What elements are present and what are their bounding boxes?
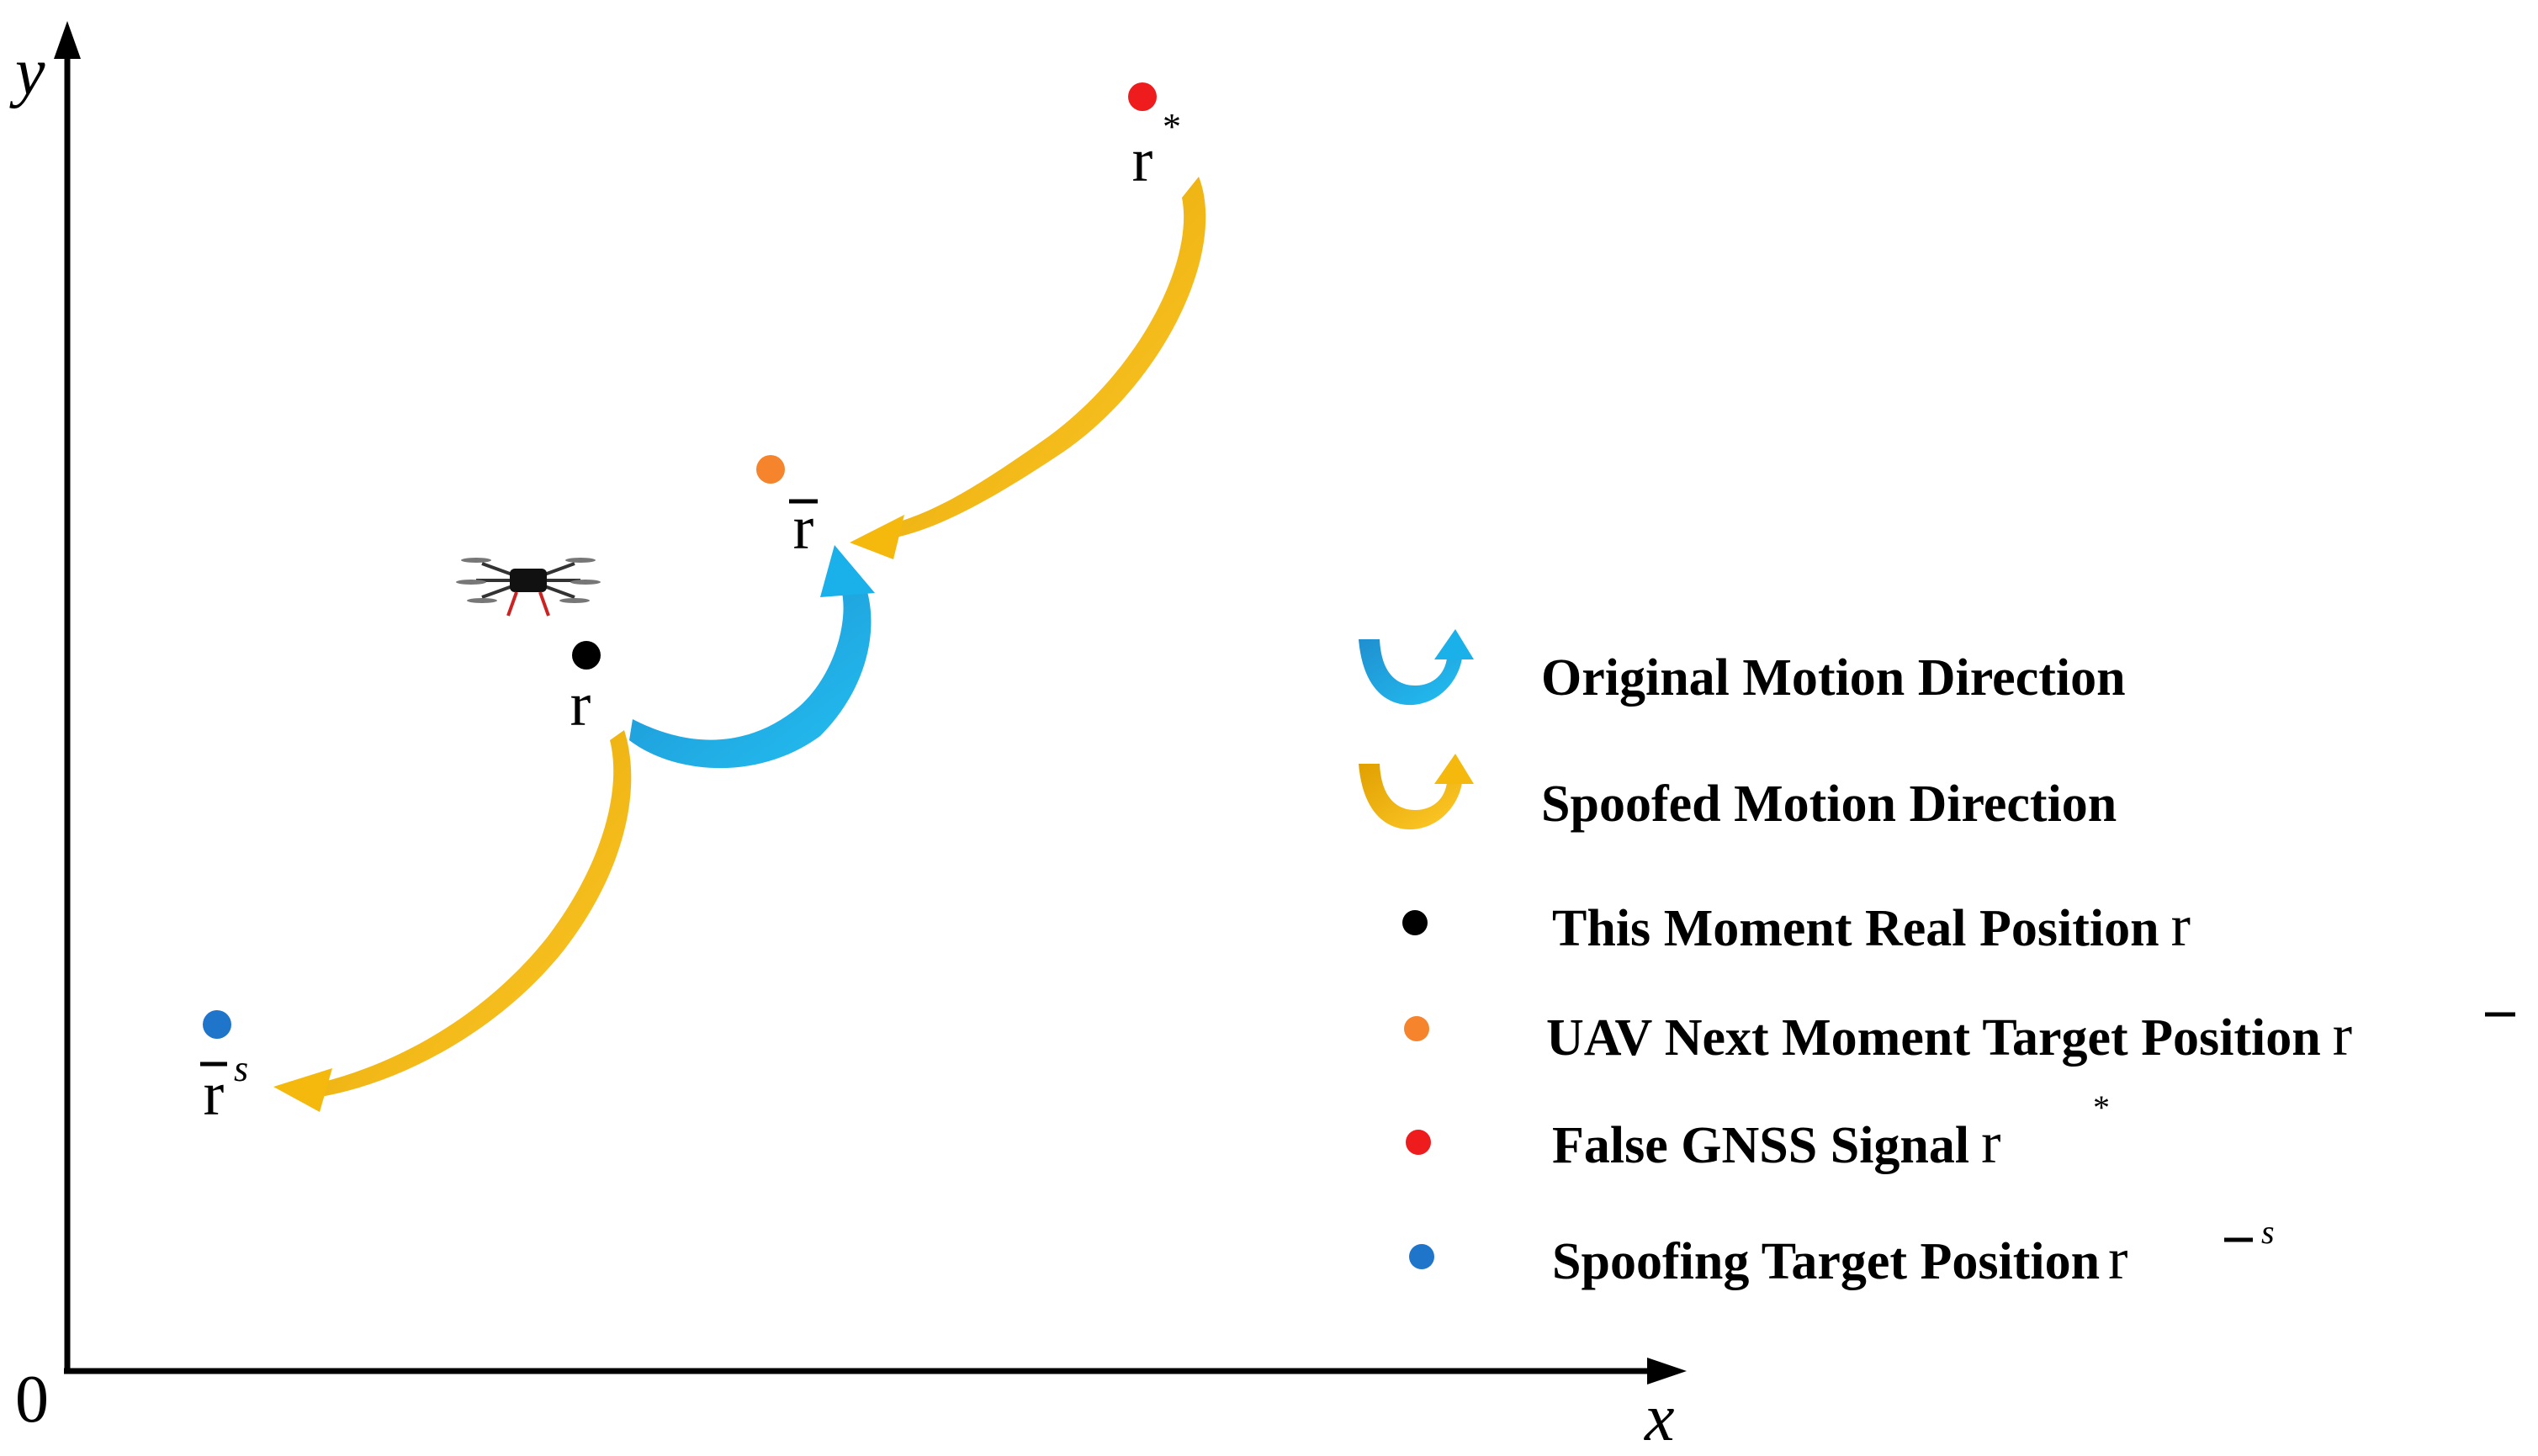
target-dot [756,455,785,484]
point-real: r [570,641,601,739]
point-target: r [756,455,818,563]
legend-original-swatch [1359,629,1474,706]
spoof-target-label: r [204,1060,225,1129]
legend-real-dot [1402,910,1428,935]
real-label: r [570,670,591,739]
axes: y x 0 [9,21,1687,1455]
false-signal-dot [1128,82,1157,111]
legend-target-dot [1404,1016,1429,1041]
false-signal-sup: * [1163,106,1181,147]
y-axis-label: y [9,35,45,109]
target-label: r [793,494,814,563]
spoofed-arrow-lower [273,730,632,1112]
legend-false-dot [1406,1130,1431,1155]
legend-false-sup: * [2093,1088,2110,1126]
point-false-signal: r * [1128,82,1181,195]
original-arrow [629,545,875,769]
origin-label: 0 [15,1363,49,1437]
point-spoof-target: r s [200,1010,248,1129]
legend-original-text: Original Motion Direction [1541,649,2126,707]
spoofed-arrow-upper [850,177,1206,559]
spoof-target-dot [203,1010,231,1039]
legend-spoof-sup: s [2261,1213,2275,1251]
real-dot [572,641,601,670]
y-axis-arrowhead [54,21,81,59]
x-axis-arrowhead [1647,1358,1687,1385]
drone-icon [456,558,601,617]
x-axis-label: x [1644,1381,1675,1455]
false-signal-label: r [1132,126,1153,195]
legend: Original Motion Direction Spoofed Motion… [1359,629,2515,1292]
legend-spoof-dot [1409,1244,1434,1269]
legend-spoofed-text: Spoofed Motion Direction [1541,776,2117,833]
spoof-target-sup: s [234,1048,248,1089]
legend-spoofed-swatch [1359,754,1474,830]
